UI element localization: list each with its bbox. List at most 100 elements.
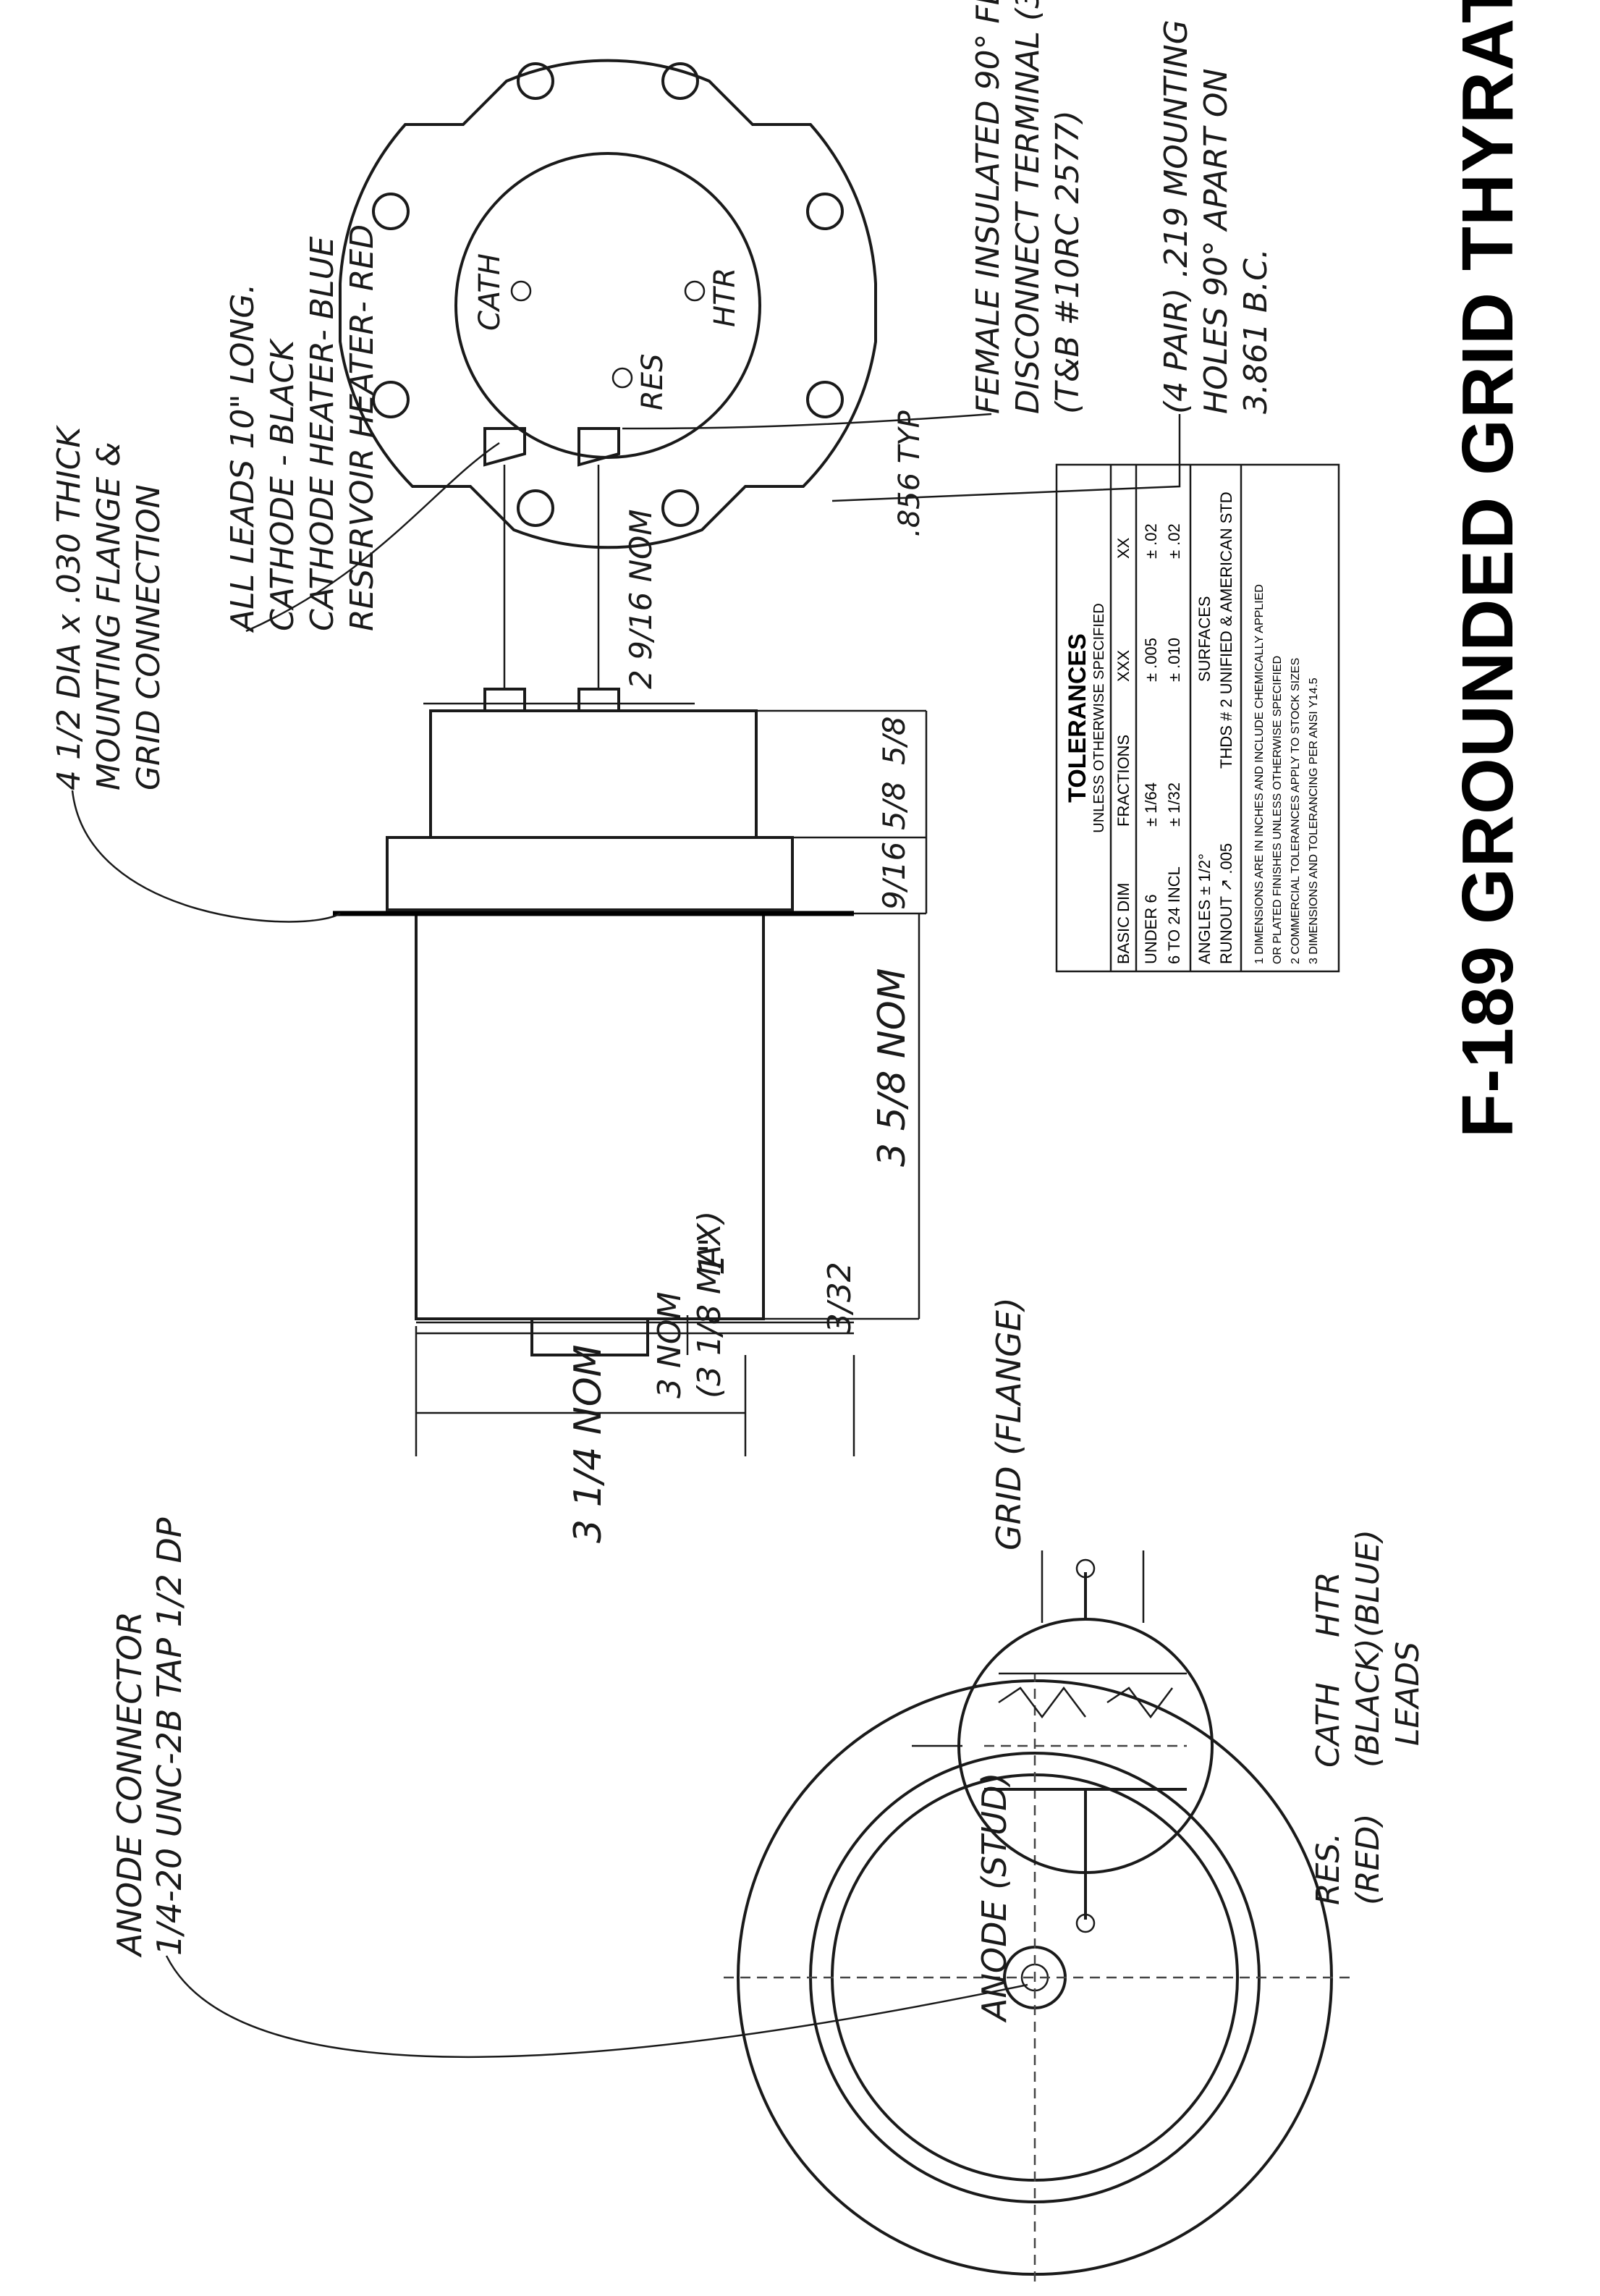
- anode-stud-label: ANODE (STUD): [975, 1773, 1014, 2023]
- lead-hole-htr: [684, 280, 706, 302]
- tol-threads: THDS # 2 UNIFIED & AMERICAN STD: [1217, 491, 1235, 769]
- mounting-holes-note: (4 PAIR) .219 MOUNTING HOLES 90° APART O…: [831, 20, 1274, 502]
- drawing-title: F-189 GROUNDED GRID THYRATRON: [1447, 0, 1528, 1138]
- leads-note-line-4: RESERVOIR HEATER- RED: [344, 224, 381, 631]
- side-elevation: 3 1/4 NOM 3 NOM (3 1/8 MAX) 1" 3/32 3 5/…: [333, 427, 928, 1543]
- tol-footnote-1: 1 DIMENSIONS ARE IN INCHES AND INCLUDE C…: [1253, 584, 1266, 964]
- tol-footnote-4: 3 DIMENSIONS AND TOLERANCING PER ANSI Y1…: [1308, 678, 1320, 964]
- lead-post-2: [577, 688, 620, 712]
- tol-row2-fractions: ± 1/32: [1165, 782, 1183, 827]
- lead-hole-cath: [510, 280, 532, 302]
- tol-col-xx: XX: [1114, 537, 1133, 559]
- tol-row2-xx: ± .02: [1165, 523, 1183, 559]
- mounting-hole-1: [372, 381, 410, 418]
- flange-outline-notched: [339, 59, 877, 549]
- htr-label: HTR: [1310, 1571, 1347, 1637]
- mounting-hole-7: [661, 489, 699, 527]
- mounting-hole-5: [806, 193, 844, 230]
- res-color-label: (RED): [1350, 1813, 1387, 1905]
- dim-cap-length-2-label: 5/8: [876, 716, 912, 765]
- holes-note-line-2: HOLES 90° APART ON: [1198, 69, 1235, 414]
- terminal-note-line-3: (T&B #10RC 2577): [1049, 110, 1086, 414]
- tolerances-heading: TOLERANCES: [1064, 633, 1091, 803]
- ceramic-section: [386, 836, 794, 911]
- grid-terminal: [1075, 1558, 1096, 1579]
- flag-terminal-2: [577, 427, 620, 467]
- leads-leader: [245, 442, 500, 633]
- tol-col-basic: BASIC DIM: [1114, 883, 1133, 964]
- htr-color-label: (BLUE): [1350, 1529, 1387, 1637]
- flange-note-line-1: 4 1/2 DIA x .030 THICK: [51, 425, 88, 790]
- anode-end-view: [724, 1674, 1353, 2282]
- anode-connector-note: ANODE CONNECTOR 1/4-20 UNC-2B TAP 1/2 DP: [110, 1517, 1028, 2058]
- tol-col-fractions: FRACTIONS: [1114, 735, 1133, 827]
- holes-leader: [831, 414, 1181, 502]
- tol-row1-xxx: ± .005: [1142, 638, 1160, 682]
- dim-lead-spacing-label: 2 9/16 NOM: [623, 510, 659, 689]
- mounting-hole-2: [372, 193, 410, 230]
- anode-tap-label: 1/4-20 UNC-2B TAP 1/2 DP: [150, 1517, 189, 1956]
- end-view-htr-label: HTR: [708, 268, 742, 327]
- flange-note-line-2: MOUNTING FLANGE &: [90, 442, 127, 790]
- dim-body-length-label: 3 5/8 NOM: [871, 968, 914, 1167]
- tolerances-subheading: UNLESS OTHERWISE SPECIFIED: [1091, 603, 1107, 832]
- leads-note-line-3: CATHODE HEATER- BLUE: [304, 236, 341, 631]
- tolerances-frame: [1055, 463, 1340, 973]
- mounting-hole-8: [517, 489, 554, 527]
- mounting-hole-3: [517, 62, 554, 100]
- terminal-note: FEMALE INSULATED 90° FLAG DISCONNECT TER…: [622, 0, 1086, 430]
- schematic-symbol: [912, 1550, 1214, 1933]
- tolerances-block: TOLERANCES UNLESS OTHERWISE SPECIFIED BA…: [1055, 463, 1340, 973]
- anode-stud: [530, 1317, 649, 1356]
- lead-post-1: [483, 688, 526, 712]
- holes-note-line-3: 3.861 B.C.: [1237, 248, 1274, 414]
- hole-spacing-label: .856 TYP: [893, 410, 926, 537]
- terminal-note-line-2: DISCONNECT TERMINAL (3): [1009, 0, 1046, 414]
- tol-row2-xxx: ± .010: [1165, 638, 1183, 682]
- cath-label: CATH: [1310, 1682, 1347, 1768]
- tol-row2-basic: 6 TO 24 INCL: [1165, 866, 1183, 964]
- base-end-view: CATH RES HTR .856 TYP: [339, 59, 926, 549]
- holes-note-line-1: (4 PAIR) .219 MOUNTING: [1158, 20, 1195, 414]
- body-circle: [454, 152, 761, 459]
- anode-terminal: [1075, 1913, 1096, 1933]
- dim-body-nom-label: 3 NOM: [651, 1292, 688, 1399]
- dim-base-offset-label: 3/32: [821, 1262, 858, 1333]
- flange-note-line-3: GRID CONNECTION: [130, 484, 167, 790]
- mounting-hole-6: [806, 381, 844, 418]
- tol-runout: RUNOUT ↗ .005: [1217, 843, 1235, 964]
- tol-col-xxx: XXX: [1114, 650, 1133, 682]
- tol-row1-basic: UNDER 6: [1142, 894, 1160, 964]
- dim-stud-label: 1": [692, 1237, 732, 1275]
- lead-hole-res: [611, 367, 633, 389]
- flange-note: 4 1/2 DIA x .030 THICK MOUNTING FLANGE &…: [51, 425, 341, 923]
- tol-angles: ANGLES ± 1/2°: [1195, 853, 1214, 964]
- anode-connector-label: ANODE CONNECTOR: [110, 1611, 149, 1958]
- flange-leader: [71, 790, 341, 923]
- terminal-note-line-1: FEMALE INSULATED 90° FLAG: [970, 0, 1007, 414]
- leads-note-line-1: ALL LEADS 10" LONG.: [224, 284, 261, 633]
- cathode-heater: [1106, 1687, 1173, 1719]
- dim-overall-height-label: 3 1/4 NOM: [567, 1344, 610, 1543]
- tol-row1-xx: ± .02: [1142, 523, 1160, 559]
- tol-footnote-3: 2 COMMERCIAL TOLERANCES APPLY TO STOCK S…: [1290, 658, 1302, 964]
- mounting-hole-4: [661, 62, 699, 100]
- end-view-cath-label: CATH: [473, 253, 507, 331]
- schematic-labels: ANODE (STUD) GRID (FLANGE) RES. (RED) CA…: [975, 1297, 1426, 2023]
- reservoir-heater: [998, 1686, 1086, 1719]
- cath-color-label: (BLACK): [1350, 1638, 1387, 1768]
- dim-body-max-label: (3 1/8 MAX): [691, 1211, 728, 1398]
- terminal-leader: [622, 413, 992, 430]
- tol-surfaces: SURFACES: [1195, 596, 1214, 682]
- flag-terminal-1: [483, 427, 526, 467]
- end-cap: [429, 709, 758, 839]
- tol-footnote-2: OR PLATED FINISHES UNLESS OTHERWISE SPEC…: [1271, 656, 1284, 964]
- res-label: RES.: [1310, 1833, 1347, 1905]
- end-view-res-label: RES: [636, 354, 669, 410]
- leads-note-line-2: CATHODE - BLACK: [264, 338, 301, 631]
- dim-cap-length-1-label: 5/8: [876, 781, 912, 830]
- leads-note: ALL LEADS 10" LONG. CATHODE - BLACK CATH…: [224, 224, 500, 633]
